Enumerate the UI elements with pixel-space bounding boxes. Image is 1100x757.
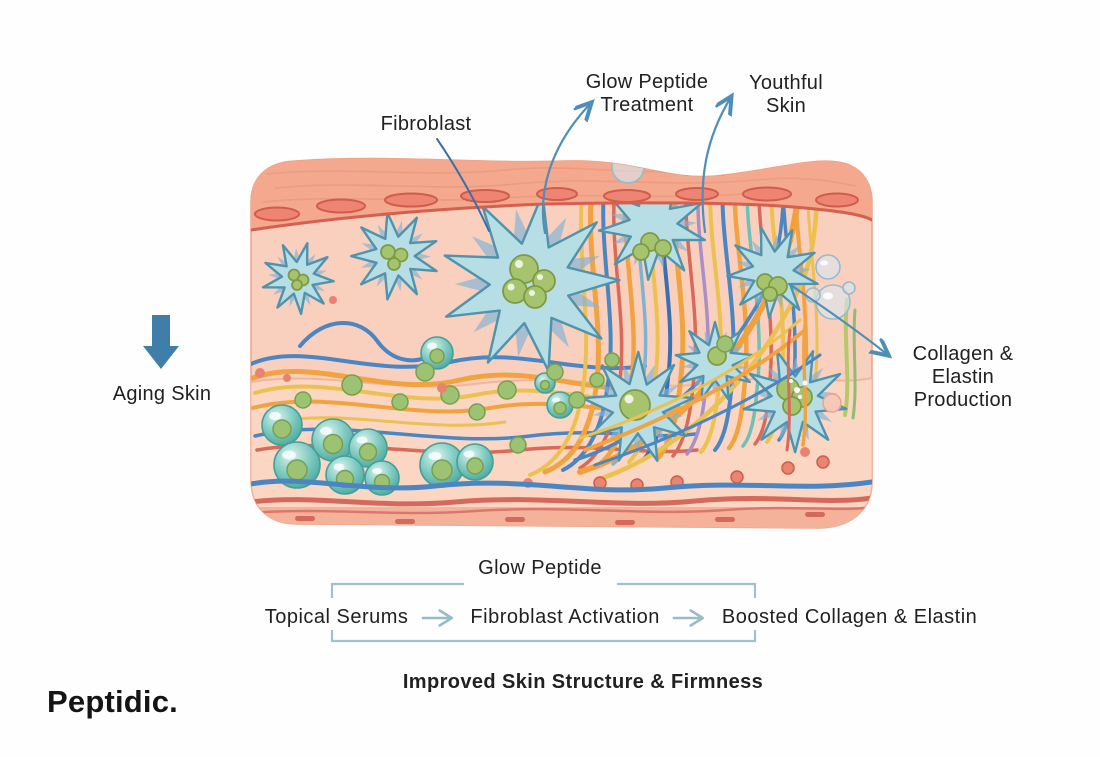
red-dots [255,296,810,488]
youthful-label-line1: Youthful [749,72,823,94]
fibroblast-label-text: Fibroblast [380,113,472,135]
process-step-1: Topical Serums [264,606,409,628]
right-arrow-icon [672,608,705,627]
green-cells [294,335,734,454]
teal-cells [261,336,574,496]
treatment-label-line2: Treatment [600,94,694,116]
treatment-label: Glow Peptide Treatment [586,71,709,117]
process-step-3: Boosted Collagen & Elastin [721,606,978,628]
right-arrow-icon [421,608,453,627]
treatment-label-line1: Glow Peptide [585,71,709,93]
fibroblast-label: Fibroblast [381,113,472,136]
brand-logo: Peptidic. [47,684,178,720]
skin-cross-section-illustration [250,157,873,529]
process-title: Glow Peptide [478,557,602,580]
youthful-label-line2: Skin [765,95,807,117]
collagen-label-line3: Production [913,389,1013,411]
process-flow: Topical Serums Fibroblast Activation Boo… [265,606,978,629]
bracket-bottom [330,630,757,643]
process-step-2: Fibroblast Activation [470,606,660,628]
youthful-skin-label: Youthful Skin [749,72,823,118]
aging-skin-label: Aging Skin [113,383,212,406]
bracket-top-right [617,582,757,598]
collagen-label-line1: Collagen & [912,343,1014,365]
bracket-top-left [330,582,464,598]
blood-vessels [251,455,872,529]
process-result-text: Improved Skin Structure & Firmness [402,671,764,693]
aging-skin-down-arrow [143,315,179,369]
brand-logo-text: Peptidic. [47,684,178,719]
process-result-label: Improved Skin Structure & Firmness [403,671,763,694]
collagen-elastin-label: Collagen & Elastin Production [913,343,1014,412]
process-title-text: Glow Peptide [478,557,602,579]
collagen-label-line2: Elastin [931,366,995,388]
aging-label-text: Aging Skin [112,383,212,405]
